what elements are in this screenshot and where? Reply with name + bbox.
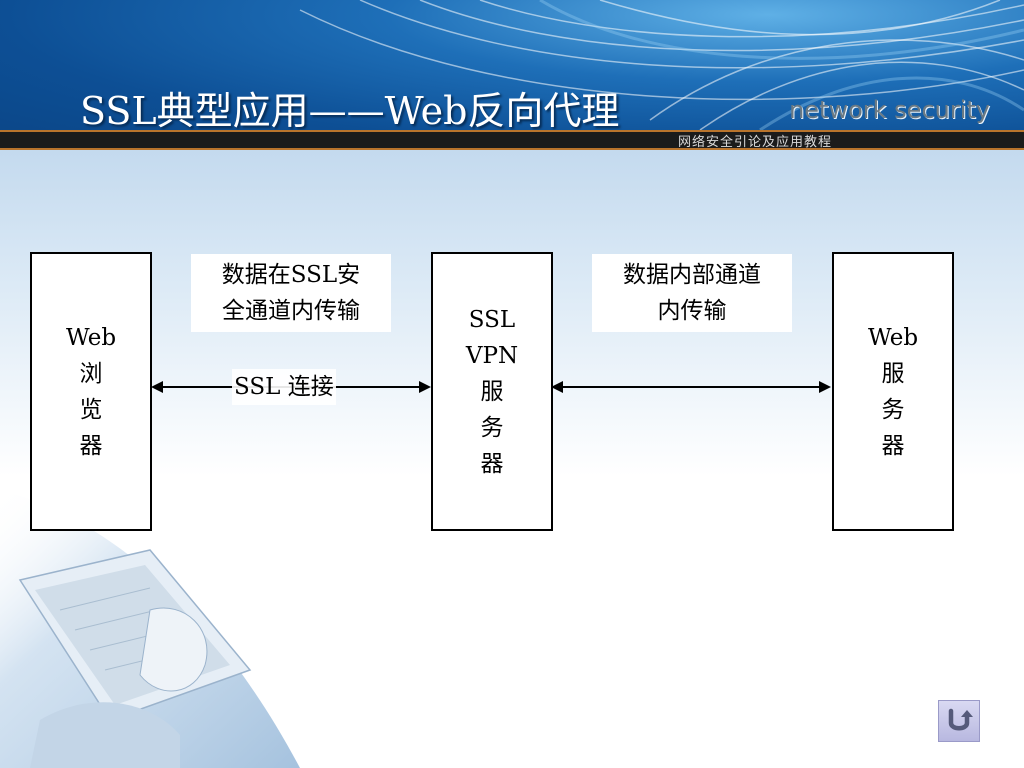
course-subtitle: 网络安全引论及应用教程 xyxy=(678,135,833,150)
wave-decoration xyxy=(299,0,1024,130)
return-arrow-icon xyxy=(948,708,973,731)
office-photo xyxy=(0,490,300,768)
header-stripe xyxy=(0,130,1024,150)
web-server-node: Web 服 务 器 xyxy=(832,252,954,531)
web-browser-label: Web 浏 览 器 xyxy=(65,324,117,459)
ssl-vpn-server-node: SSL VPN 服 务 器 xyxy=(431,252,553,531)
slide-title: SSL典型应用——Web反向代理 xyxy=(80,89,620,133)
brand-text: network security xyxy=(789,96,990,124)
ssl-vpn-server-label: SSL VPN 服 务 器 xyxy=(465,306,519,477)
ssl-tunnel-note: 数据在SSL安 全通道内传输 xyxy=(191,254,391,332)
slide-header: SSL典型应用——Web反向代理 network security 网络安全引论… xyxy=(0,0,1024,150)
ssl-connection-label: SSL 连接 xyxy=(232,369,336,405)
internal-tunnel-note: 数据内部通道 内传输 xyxy=(592,254,792,332)
web-browser-node: Web 浏 览 器 xyxy=(30,252,152,531)
web-server-label: Web 服 务 器 xyxy=(867,324,919,459)
return-button[interactable] xyxy=(938,700,980,742)
